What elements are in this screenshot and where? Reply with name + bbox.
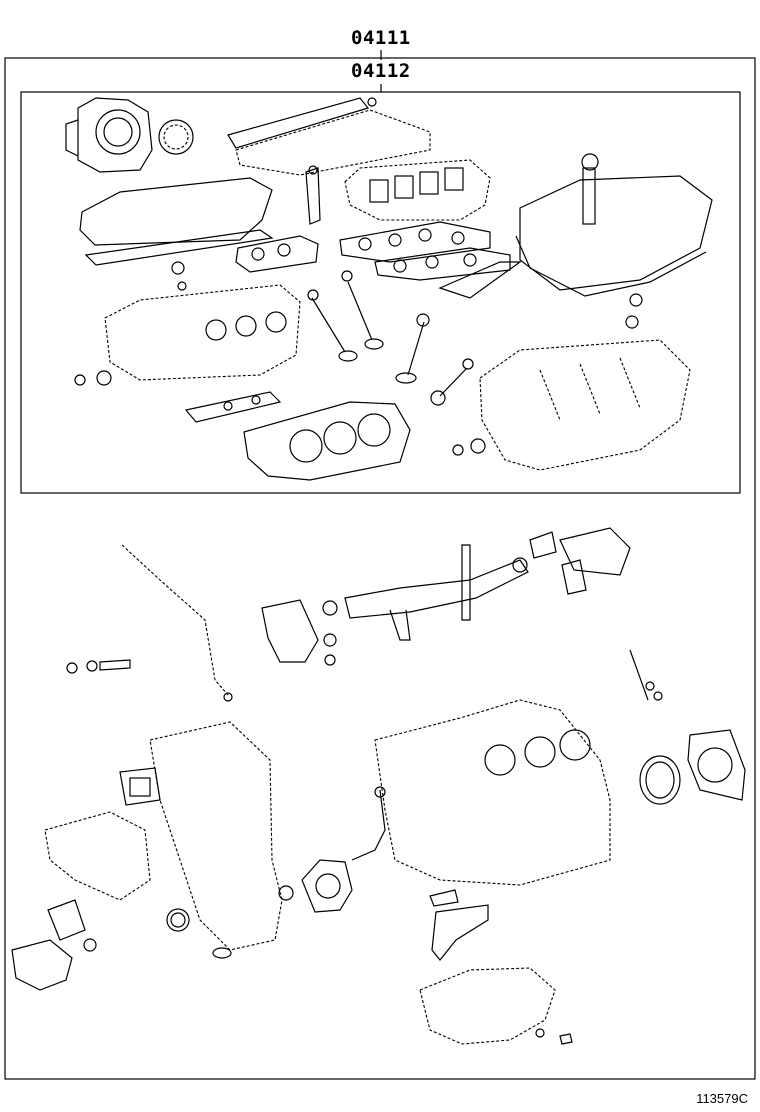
intake-manifold-gaskets[interactable] [339,221,511,281]
intake-plenum-gasket[interactable] [227,97,431,176]
water-pump-gasket[interactable] [44,811,151,901]
cylinder-block[interactable] [374,699,611,886]
thermostat-gasket[interactable] [119,767,161,806]
inner-kit-frame [20,91,741,494]
oil-cooler-pipe[interactable] [351,786,386,861]
oil-filter[interactable] [47,899,97,952]
small-gasket[interactable] [184,391,282,423]
head-gasket[interactable] [243,401,411,481]
throttle-body[interactable] [65,97,153,173]
valve-keepers[interactable] [307,270,474,370]
camshaft-seal-left[interactable] [74,370,112,386]
oil-filter-housing[interactable] [11,939,73,991]
cylinder-head-cover-right[interactable] [515,153,713,297]
camshaft-seal-right[interactable] [452,438,486,456]
exhaust-manifold-gasket[interactable] [235,235,319,273]
oil-pump[interactable] [278,859,353,913]
figure-id: 113579C [696,1091,748,1106]
intake-manifold[interactable] [344,159,491,221]
crankshaft-front-seal[interactable] [166,908,190,932]
oil-pan[interactable] [419,967,573,1045]
oil-strainer[interactable] [429,889,489,961]
fuel-injector[interactable] [305,165,321,225]
throttle-gasket[interactable] [158,119,194,155]
outer-kit-frame [4,57,756,1080]
callout-04112[interactable]: 04112 [351,60,411,82]
timing-chain-cover[interactable] [149,721,283,951]
cylinder-head-left[interactable] [104,284,301,381]
cylinder-head-right[interactable] [479,339,691,471]
stud-bolt[interactable] [629,649,663,701]
exhaust-gasket-right[interactable] [438,261,522,299]
rear-oil-seal-retainer[interactable] [687,729,746,801]
oil-dipstick-guide[interactable] [121,544,233,702]
cylinder-head-cover-left[interactable] [79,177,274,266]
water-outlet-housing[interactable] [261,599,338,666]
rear-oil-seal[interactable] [639,755,681,805]
water-outlet-pipe[interactable] [344,544,529,641]
valves[interactable] [311,281,468,406]
drain-plug-small[interactable] [66,659,131,674]
water-inlet-gaskets[interactable] [512,527,631,595]
valve-seals[interactable] [171,261,643,329]
callout-04111[interactable]: 04111 [351,27,411,49]
o-ring[interactable] [212,947,232,959]
